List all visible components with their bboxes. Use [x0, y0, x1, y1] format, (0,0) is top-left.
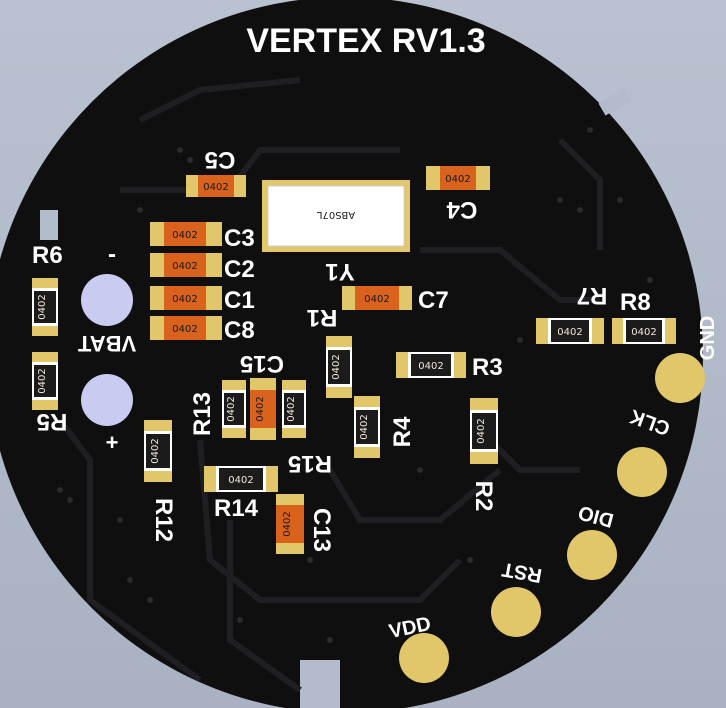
svg-text:0402: 0402: [418, 361, 443, 372]
svg-text:0402: 0402: [172, 294, 197, 305]
crystal-y1: ABS07L: [262, 180, 410, 252]
cap-c1: 0402: [150, 286, 222, 310]
svg-text:0402: 0402: [226, 396, 237, 421]
svg-text:0402: 0402: [282, 511, 293, 536]
res-r7: 0402: [536, 318, 604, 344]
label-c4: C4: [446, 196, 477, 223]
res-r1: 0402: [326, 336, 352, 398]
label-plus: +: [106, 430, 119, 455]
svg-text:0402: 0402: [37, 294, 48, 319]
traces: [57, 77, 603, 693]
label-r1: R1: [307, 304, 338, 331]
label-r6: R6: [32, 242, 63, 269]
label-c5: C5: [205, 146, 236, 173]
pad-dio: [567, 530, 617, 580]
res-r15: 0402: [282, 380, 306, 438]
svg-text:0402: 0402: [331, 354, 342, 379]
battery-pad-positive: [81, 374, 133, 426]
pad-gnd: [655, 353, 705, 403]
label-gnd: GND: [697, 316, 719, 360]
label-minus: -: [108, 241, 116, 268]
battery-pad-negative: [81, 274, 133, 326]
crystal-marking: ABS07L: [316, 209, 355, 220]
svg-text:0402: 0402: [631, 327, 656, 338]
pad-vdd: [399, 633, 449, 683]
cap-c4: 0402: [426, 166, 490, 190]
res-r8: 0402: [612, 318, 676, 344]
cap-c3: 0402: [150, 222, 222, 246]
label-vbat: VBAT: [77, 331, 136, 356]
svg-text:0402: 0402: [255, 396, 266, 421]
label-c3: C3: [224, 225, 255, 252]
label-c7: C7: [418, 287, 449, 314]
svg-text:0402: 0402: [359, 414, 370, 439]
svg-text:0402: 0402: [172, 261, 197, 272]
label-r12: R12: [150, 498, 177, 542]
cap-c13: 0402: [276, 494, 304, 554]
label-c8: C8: [224, 317, 255, 344]
res-r2: 0402: [470, 398, 498, 464]
svg-text:0402: 0402: [228, 475, 253, 486]
label-r5: R5: [37, 408, 68, 435]
label-r8: R8: [620, 289, 651, 316]
cap-c2: 0402: [150, 253, 222, 277]
svg-text:0402: 0402: [445, 174, 470, 185]
res-r12: 0402: [144, 420, 172, 482]
cap-c8: 0402: [150, 316, 222, 340]
svg-text:0402: 0402: [172, 230, 197, 241]
svg-text:0402: 0402: [364, 294, 389, 305]
label-r4: R4: [389, 416, 416, 447]
svg-text:0402: 0402: [476, 418, 487, 443]
board-title: VERTEX RV1.3: [246, 22, 485, 60]
res-r13: 0402: [222, 380, 246, 438]
label-r7: R7: [577, 282, 608, 309]
svg-text:0402: 0402: [203, 182, 228, 193]
cap-c7: 0402: [342, 286, 412, 310]
label-c2: C2: [224, 256, 255, 283]
label-r13: R13: [189, 392, 216, 436]
label-r2: R2: [470, 481, 497, 512]
label-y1: Y1: [325, 258, 354, 285]
res-r5: 0402: [32, 352, 58, 410]
svg-text:0402: 0402: [172, 324, 197, 335]
res-r3: 0402: [396, 352, 466, 378]
label-r14: R14: [214, 495, 259, 522]
pad-rst: [491, 587, 541, 637]
svg-text:0402: 0402: [286, 396, 297, 421]
svg-text:0402: 0402: [150, 438, 161, 463]
cap-c5: 0402: [186, 175, 246, 197]
res-r6: 0402: [32, 278, 58, 336]
label-c1: C1: [224, 287, 255, 314]
label-c13: C13: [308, 508, 335, 552]
label-r3: R3: [472, 354, 503, 381]
cap-c15: 0402: [250, 378, 276, 440]
vias: [57, 127, 653, 643]
svg-text:0402: 0402: [557, 327, 582, 338]
label-r15: R15: [288, 450, 332, 477]
pad-clk: [617, 447, 667, 497]
label-c15: C15: [240, 350, 284, 377]
res-r14: 0402: [204, 466, 278, 492]
res-r4: 0402: [354, 396, 380, 458]
svg-text:0402: 0402: [37, 368, 48, 393]
